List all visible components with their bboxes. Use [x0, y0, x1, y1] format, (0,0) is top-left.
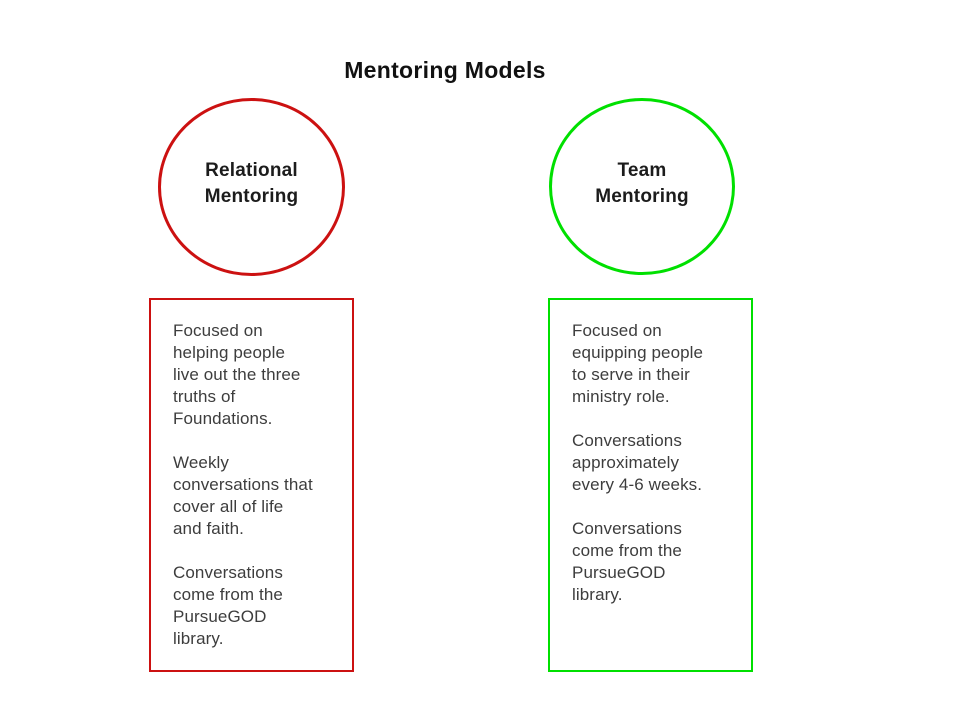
relational-mentoring-circle: Relational Mentoring [158, 98, 345, 276]
team-mentoring-circle-label: Team Mentoring [595, 159, 689, 207]
team-mentoring-circle: Team Mentoring [549, 98, 735, 275]
relational-paragraph-focus: Focused on helping people live out the t… [173, 321, 301, 428]
team-paragraph-frequency: Conversations approximately every 4-6 we… [572, 431, 703, 494]
relational-mentoring-circle-label: Relational Mentoring [204, 160, 299, 207]
relational-mentoring-description-box: Focused on helping people live out the t… [149, 298, 354, 672]
relational-description-text-block: Focused on helping people live out the t… [151, 300, 352, 650]
page-title: Mentoring Models [344, 57, 546, 83]
team-paragraph-focus: Focused on equipping people to serve in … [572, 321, 704, 406]
team-description-text-block: Focused on equipping people to serve in … [550, 300, 751, 606]
relational-paragraph-source: Conversations come from the PursueGOD li… [173, 563, 283, 648]
relational-paragraph-frequency: Weekly conversations that cover all of l… [173, 453, 313, 538]
team-mentoring-description-box: Focused on equipping people to serve in … [548, 298, 753, 672]
team-paragraph-source: Conversations come from the PursueGOD li… [572, 519, 682, 604]
